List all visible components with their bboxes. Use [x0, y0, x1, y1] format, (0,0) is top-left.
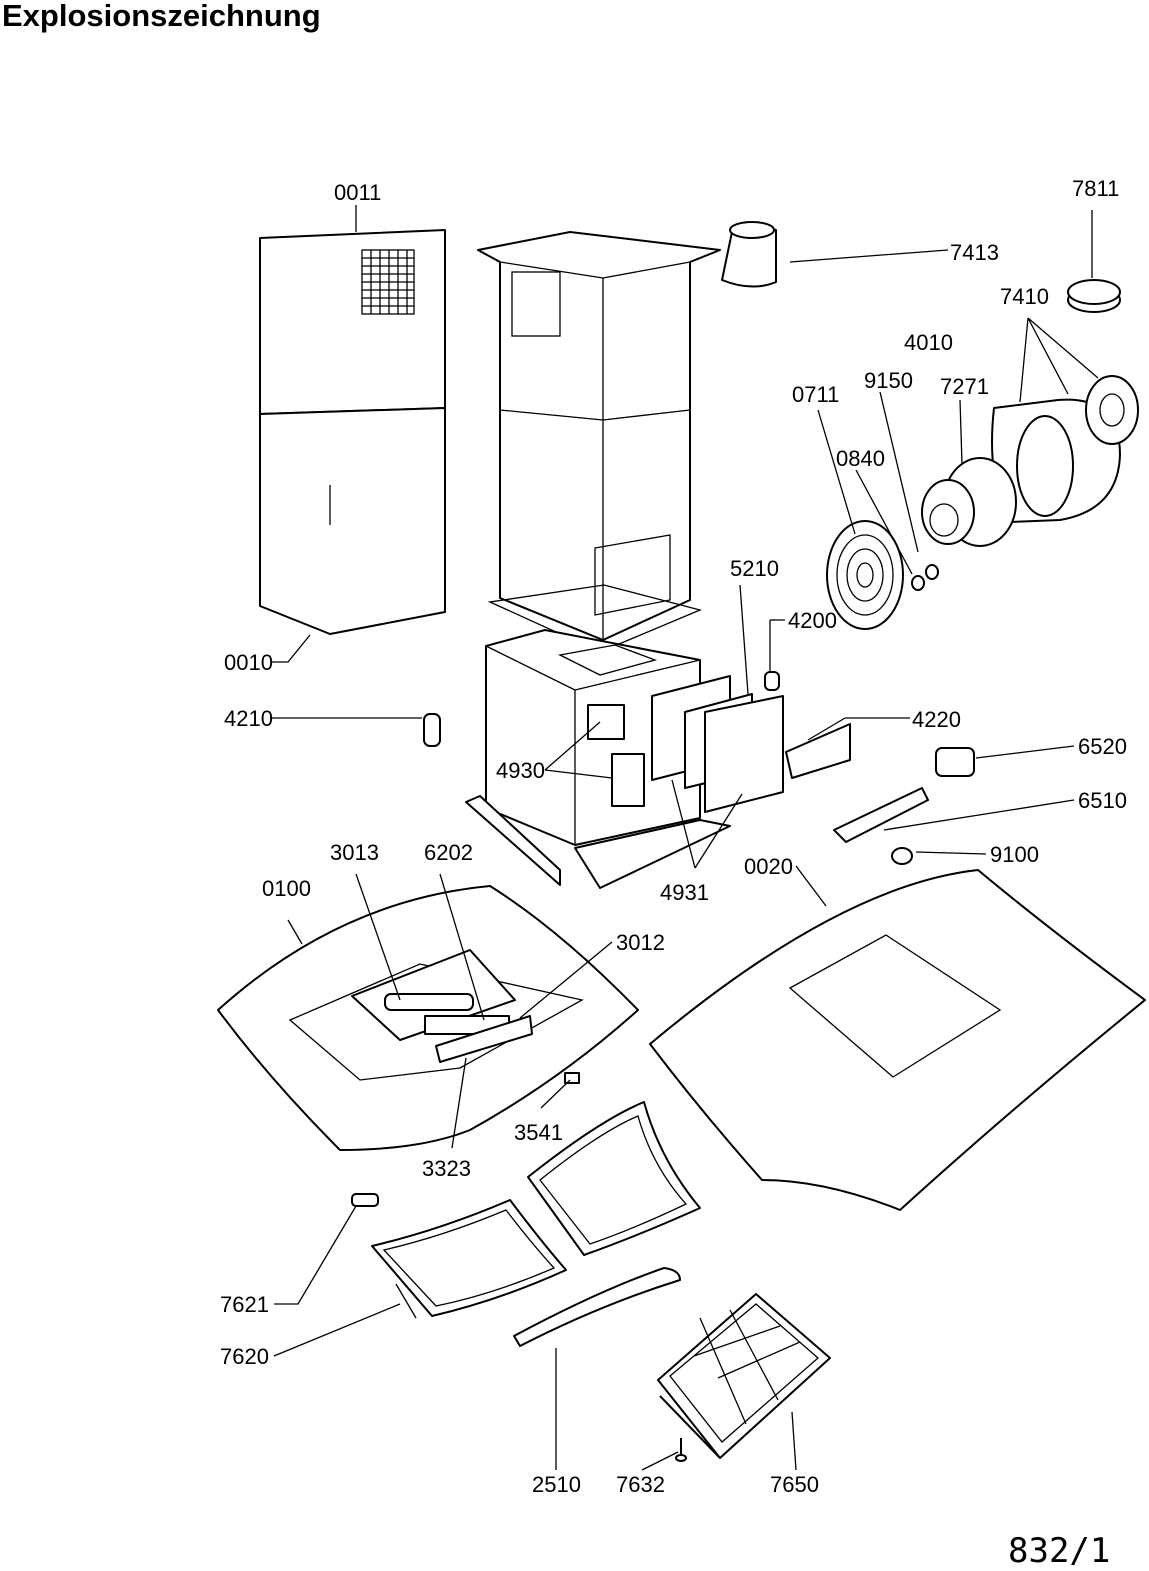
glass-canopy	[649, 869, 1146, 1211]
part-label-9100: 9100	[990, 842, 1039, 867]
page-title: Explosionszeichnung	[2, 0, 321, 33]
fluorescent-lamp	[833, 787, 929, 843]
part-label-4930: 4930	[496, 758, 545, 783]
condenser	[423, 713, 441, 747]
part-label-6202: 6202	[424, 840, 473, 865]
part-label-4931: 4931	[660, 880, 709, 905]
part-label-7650: 7650	[770, 1472, 819, 1497]
exhaust-collar	[721, 221, 777, 288]
screw	[675, 1438, 687, 1462]
part-label-6520: 6520	[1078, 734, 1127, 759]
blower-housing	[991, 375, 1139, 523]
part-label-7413: 7413	[950, 240, 999, 265]
fan-wheel	[826, 520, 904, 630]
control-housing	[465, 629, 731, 889]
part-label-4220: 4220	[912, 707, 961, 732]
part-label-3013: 3013	[330, 840, 379, 865]
lamp-holder	[785, 723, 851, 779]
part-label-0011: 0011	[334, 180, 381, 205]
part-label-7811: 7811	[1072, 176, 1119, 201]
part-label-2510: 2510	[532, 1472, 581, 1497]
part-label-0100: 0100	[262, 876, 311, 901]
part-label-6510: 6510	[1078, 788, 1127, 813]
part-label-5210: 5210	[730, 556, 779, 581]
part-label-0711: 0711	[792, 382, 839, 407]
leader-lines	[270, 205, 1099, 1471]
part-label-3541: 3541	[514, 1120, 563, 1145]
knob	[891, 847, 913, 865]
part-label-7620: 7620	[220, 1344, 269, 1369]
outer-chimney-upper	[259, 229, 446, 415]
part-label-7271: 7271	[940, 374, 989, 399]
drawing-number: 832/1	[1008, 1531, 1110, 1571]
part-label-7410: 7410	[1000, 284, 1049, 309]
grease-filter-left	[371, 1199, 567, 1319]
canopy	[217, 885, 639, 1151]
part-label-4200: 4200	[788, 608, 837, 633]
part-label-3012: 3012	[616, 930, 665, 955]
part-label-4210: 4210	[224, 706, 273, 731]
part-label-4010: 4010	[904, 330, 953, 355]
part-label-7621: 7621	[220, 1292, 269, 1317]
lamp-socket	[935, 747, 975, 777]
part-label-0010: 0010	[224, 650, 273, 675]
inner-chimney-frame	[477, 231, 721, 653]
capacitor	[764, 671, 780, 691]
part-label-0020: 0020	[744, 854, 793, 879]
filter-clip	[351, 1193, 379, 1207]
part-label-9150: 9150	[864, 368, 913, 393]
motor-impeller	[921, 457, 1017, 547]
trim-strip	[513, 1267, 681, 1347]
ring-cap	[1067, 279, 1121, 313]
part-label-3323: 3323	[422, 1156, 471, 1181]
grease-filter-right	[527, 1101, 701, 1256]
circuit-boards	[587, 675, 784, 813]
outer-chimney-lower	[259, 407, 446, 635]
part-labels: 0011 7811 7413 7410 4010 0711 9150 7271 …	[220, 176, 1127, 1497]
part-label-0840: 0840	[836, 446, 885, 471]
part-label-7632: 7632	[616, 1472, 665, 1497]
small-fasteners	[911, 564, 939, 591]
carbon-filter	[657, 1293, 831, 1459]
